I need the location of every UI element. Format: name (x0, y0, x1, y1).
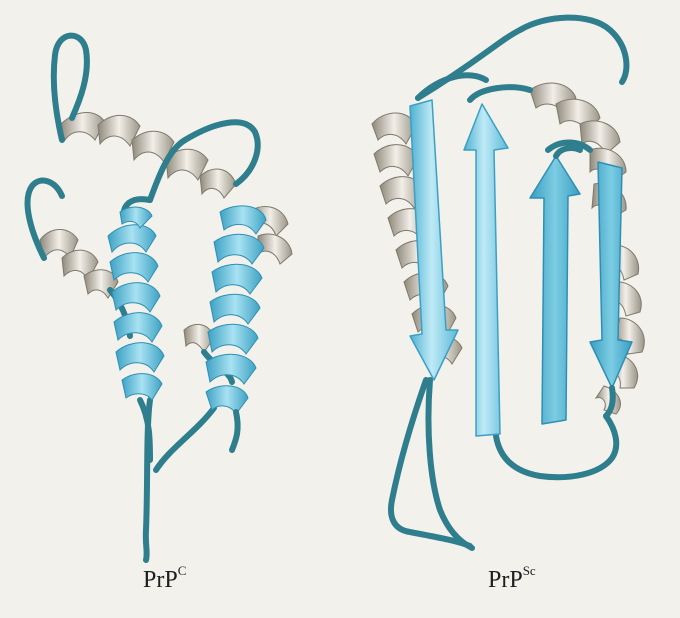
prpsc-label-base: PrP (488, 567, 523, 593)
prpc-grey-helix-left (39, 229, 119, 299)
prpsc-label: PrPSc (488, 563, 536, 594)
prpsc-beta-strand-3 (529, 155, 581, 425)
prpc-blue-helix-1 (107, 206, 165, 401)
prpsc-coil-front (553, 145, 616, 419)
prpsc-beta-strand-1 (409, 99, 459, 381)
prpsc-beta-strand-4 (589, 161, 633, 389)
prpc-label-superscript: C (177, 563, 187, 578)
prpc-structure (24, 32, 293, 563)
prpsc-beta-strand-2 (463, 103, 509, 437)
prpsc-coil (388, 14, 630, 551)
prpc-grey-helix-top (59, 112, 237, 199)
prpc-coil-front (137, 397, 241, 463)
prpc-label: PrPC (143, 563, 187, 594)
prpsc-label-superscript: Sc (522, 563, 536, 578)
prpc-label-base: PrP (143, 567, 178, 593)
prpsc-structure (371, 14, 645, 551)
prpc-blue-helix-2 (205, 205, 267, 415)
